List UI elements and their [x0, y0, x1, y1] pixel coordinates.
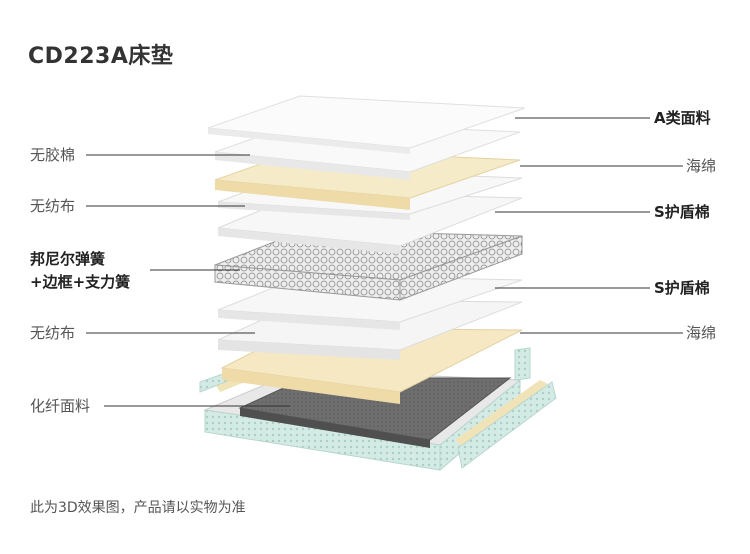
label-right-a-fabric: A类面料: [654, 109, 711, 127]
label-left-foamless-cotton: 无胶棉: [30, 146, 76, 164]
label-right-sponge-2: 海绵: [686, 324, 717, 342]
leader-lines-right: [495, 117, 683, 334]
label-right-shield-cotton-2: S护盾棉: [654, 279, 710, 297]
label-right-shield-cotton-1: S护盾棉: [654, 203, 710, 221]
label-left-nonwoven-2: 无纺布: [30, 324, 76, 342]
label-left-fiber-fabric: 化纤面料: [30, 397, 91, 415]
page-title: CD223A床垫: [28, 44, 174, 69]
label-left-nonwoven-1: 无纺布: [30, 197, 76, 215]
leader-lines-left: [86, 154, 290, 407]
label-left-bonnell-spring: 邦尼尔弹簧: [30, 250, 106, 268]
label-right-sponge-1: 海绵: [686, 157, 717, 175]
label-left-frame-support: +边框+支力簧: [30, 273, 131, 291]
disclaimer-note: 此为3D效果图，产品请以实物为准: [30, 500, 246, 516]
top-fabric-layer: [207, 95, 526, 154]
